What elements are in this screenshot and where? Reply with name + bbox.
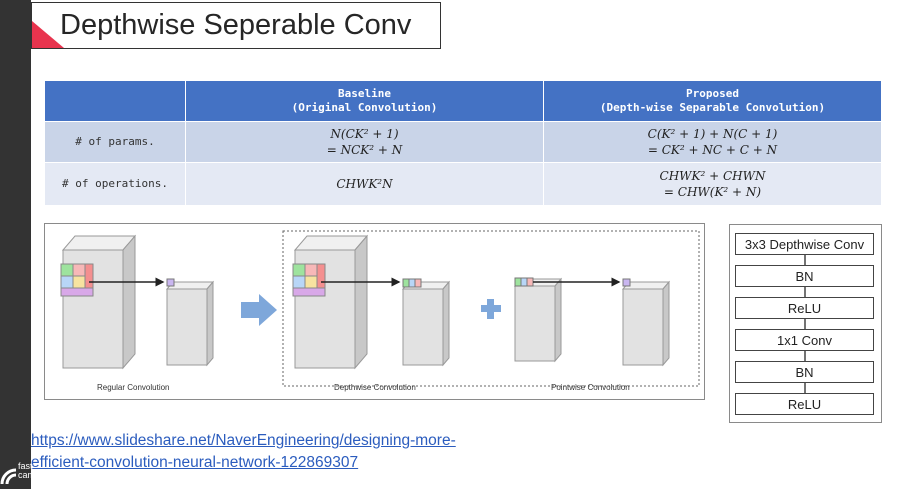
flow-block-pointwise-conv: 1x1 Conv — [735, 329, 874, 351]
row-label-params: # of params. — [45, 122, 185, 162]
flow-block-depthwise-conv: 3x3 Depthwise Conv — [735, 233, 874, 255]
table-header-proposed: Proposed (Depth-wise Separable Convoluti… — [544, 81, 881, 121]
logo-mark-icon — [0, 468, 17, 485]
logo-text: fast campus — [18, 461, 50, 480]
left-sidebar-bar — [0, 0, 31, 489]
reference-link[interactable]: https://www.slideshare.net/NaverEngineer… — [31, 430, 456, 474]
title-box: Depthwise Seperable Conv — [31, 2, 441, 49]
dashed-region — [282, 230, 700, 387]
fastcampus-logo: fast campus — [0, 462, 60, 489]
caption-depthwise: Depthwise Convolution — [334, 383, 416, 392]
regular-input-volume — [61, 234, 137, 370]
regular-kernel — [60, 263, 94, 297]
cell-baseline-params: N(CK² + 1) = NCK² + N — [186, 122, 543, 162]
table-header-empty — [45, 81, 185, 121]
flow-block-relu-2: ReLU — [735, 393, 874, 415]
page-title: Depthwise Seperable Conv — [60, 9, 412, 41]
table-header-baseline: Baseline (Original Convolution) — [186, 81, 543, 121]
flow-block-bn-1: BN — [735, 265, 874, 287]
convolution-figure: Regular Convolution Depthwise Convolutio… — [44, 223, 705, 400]
cell-baseline-operations: CHWK²N — [186, 163, 543, 205]
pointwise-output-volume — [621, 278, 671, 367]
reference-link-line-2[interactable]: efficient-convolution-neural-network-122… — [31, 454, 359, 471]
depthwise-output-volume — [401, 278, 451, 367]
plus-icon — [481, 299, 501, 319]
flow-connectors — [804, 255, 806, 393]
flow-block-bn-2: BN — [735, 361, 874, 383]
pointwise-input-volume — [513, 277, 563, 363]
title-accent-shape — [32, 21, 64, 48]
reference-link-line-1[interactable]: https://www.slideshare.net/NaverEngineer… — [31, 432, 456, 449]
regular-output-volume — [165, 278, 215, 367]
caption-pointwise: Pointwise Convolution — [551, 383, 630, 392]
big-arrow-icon — [241, 294, 277, 326]
flow-block-relu-1: ReLU — [735, 297, 874, 319]
block-flow-diagram: 3x3 Depthwise Conv BN ReLU 1x1 Conv BN R… — [729, 224, 882, 423]
cell-proposed-operations: CHWK² + CHWN = CHW(K² + N) — [544, 163, 881, 205]
cell-proposed-params: C(K² + 1) + N(C + 1) = CK² + NC + C + N — [544, 122, 881, 162]
depthwise-input-volume — [292, 234, 369, 370]
convolution-diagram — [60, 230, 700, 387]
row-label-operations: # of operations. — [45, 163, 185, 205]
caption-regular: Regular Convolution — [97, 383, 170, 392]
comparison-table: Baseline (Original Convolution) Proposed… — [45, 81, 881, 205]
